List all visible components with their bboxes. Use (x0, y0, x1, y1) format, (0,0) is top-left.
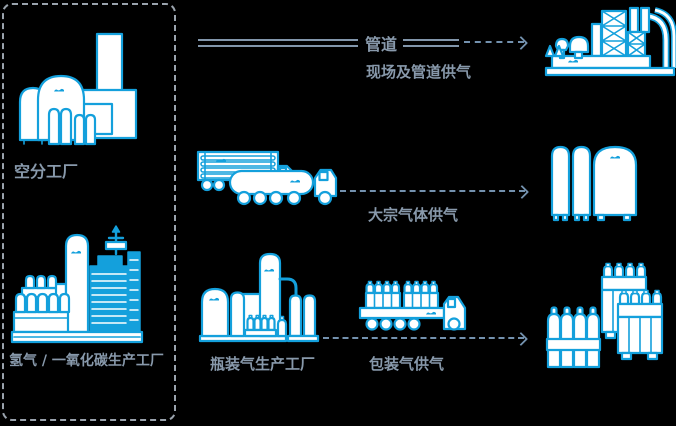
cylinder-pallet (402, 280, 440, 310)
tanker-trucks-icon (196, 150, 338, 206)
packaged-arrow (323, 337, 524, 339)
bulk-arrow (340, 190, 525, 192)
air-plant-label: 空分工厂 (14, 162, 79, 181)
pipeline-arrow (464, 41, 524, 43)
cylinder-truck-icon (358, 280, 467, 331)
cylinder-bundles-icon (545, 262, 664, 369)
customer-plant-icon (544, 6, 676, 77)
air-separation-plant-icon (18, 32, 138, 146)
hyco-plant-label: 氢气 / 一氧化碳生产工厂 (9, 353, 164, 369)
pipeline-label: 管道 (364, 35, 397, 54)
pipeline-lines-right (403, 39, 459, 47)
cylinder-pallet (364, 280, 402, 310)
cylinder-plant-label: 瓶装气生产工厂 (210, 355, 316, 373)
bulk-caption: 大宗气体供气 (368, 206, 459, 224)
production-plants-panel (2, 3, 176, 421)
cylinder-filling-plant-icon (198, 252, 320, 343)
storage-tanks-icon (550, 145, 638, 222)
packaged-caption: 包装气供气 (369, 355, 445, 373)
pipeline-caption: 现场及管道供气 (366, 63, 472, 81)
cylinder-bundle (545, 306, 602, 369)
hyco-plant-icon (10, 225, 144, 344)
pipeline-lines-left (198, 39, 358, 47)
cylinder-pallet (616, 289, 664, 361)
